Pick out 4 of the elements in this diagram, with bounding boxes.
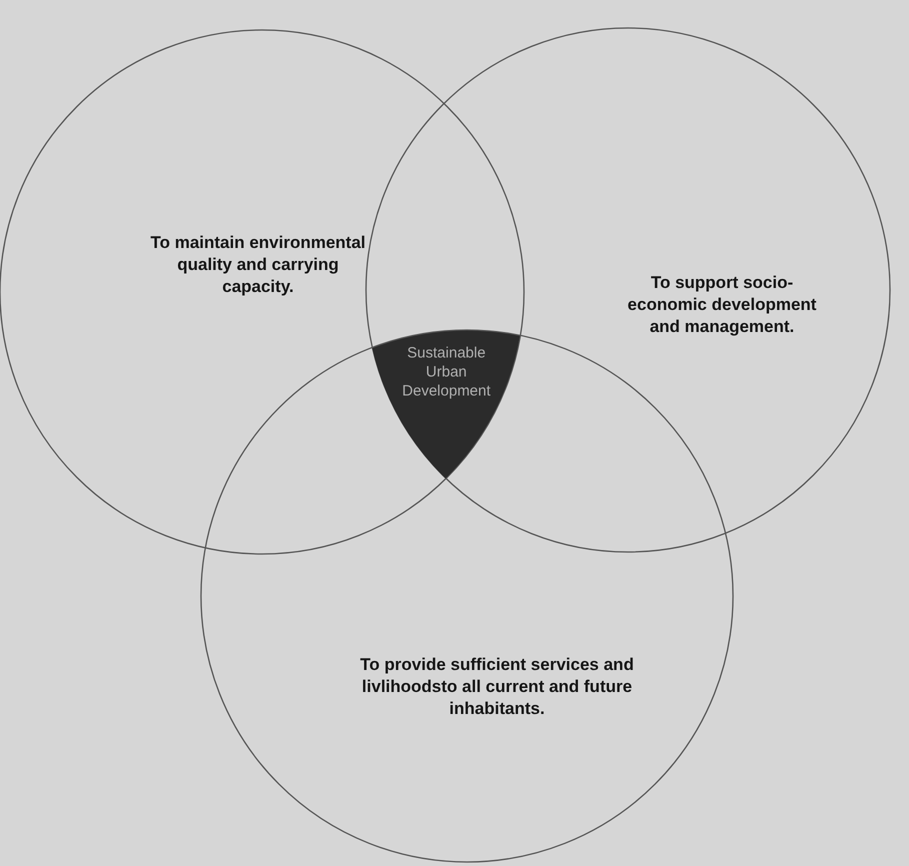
circle-label: To provide sufficient services and livlihoodsto all current and future inhabitants. [359,654,635,720]
circle-label: To maintain environmental quality and carrying capacity. [149,232,367,298]
center-label: Sustainable Urban Development [401,344,492,400]
circle-label: To support socio-economic development and management. [626,272,818,338]
